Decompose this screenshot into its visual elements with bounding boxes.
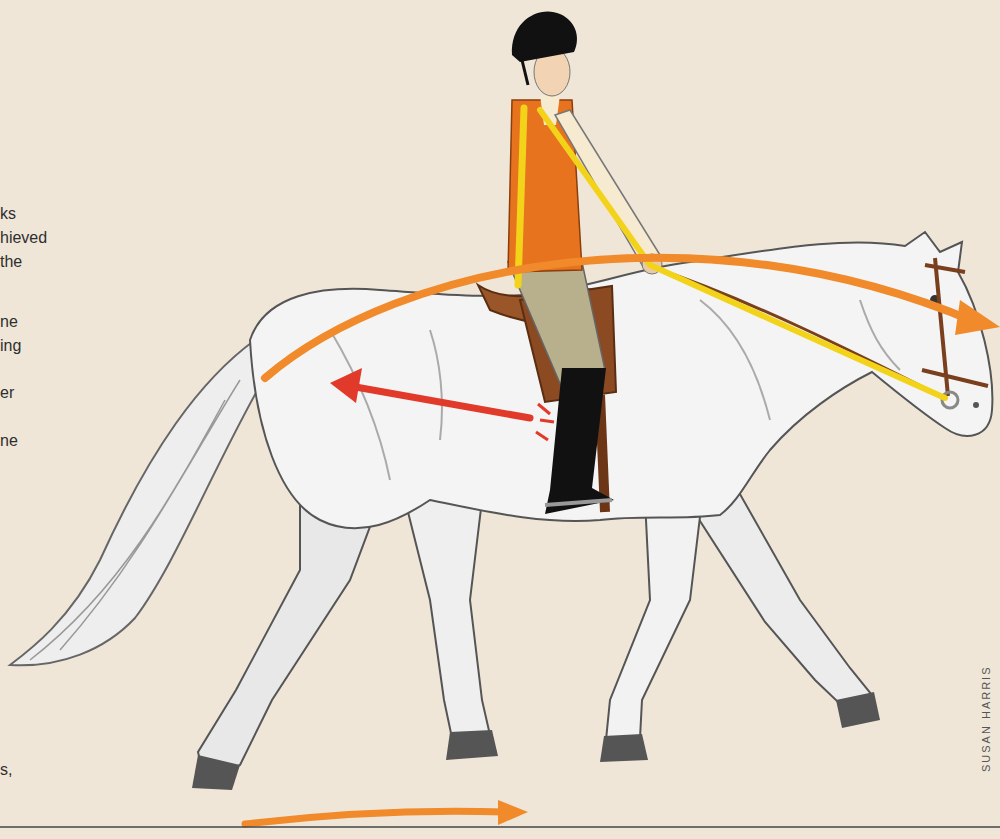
hoof bbox=[446, 730, 498, 760]
direction-arrow bbox=[245, 811, 505, 824]
hoof bbox=[192, 755, 240, 790]
helmet-harness bbox=[522, 60, 528, 85]
riding-helmet bbox=[512, 11, 577, 62]
text-fragment: s, bbox=[0, 762, 12, 778]
leg-aid-arrow bbox=[350, 386, 530, 418]
page-rule bbox=[0, 826, 1000, 828]
text-fragment: hieved bbox=[0, 230, 47, 246]
text-fragment: ing bbox=[0, 338, 21, 354]
text-fragment: ks bbox=[0, 206, 16, 222]
horse-tail bbox=[10, 340, 262, 665]
riding-boot bbox=[545, 368, 614, 514]
artist-credit: SUSAN HARRIS bbox=[981, 665, 992, 772]
text-fragment: er bbox=[0, 385, 14, 401]
arrowhead bbox=[955, 300, 1000, 335]
front-near-leg bbox=[606, 500, 702, 740]
arrowhead bbox=[330, 368, 362, 403]
hind-near-leg bbox=[400, 480, 490, 738]
alignment-line bbox=[540, 110, 945, 398]
topline-arrow bbox=[265, 258, 975, 378]
text-fragment: ne bbox=[0, 314, 18, 330]
text-fragment: ne bbox=[0, 433, 18, 449]
arrowhead bbox=[498, 800, 528, 825]
rider-arm bbox=[555, 110, 660, 270]
tail-hair bbox=[30, 380, 240, 660]
text-fragment: the bbox=[0, 254, 22, 270]
impulse-marks bbox=[536, 404, 554, 440]
stirrup bbox=[545, 500, 612, 505]
alignment-line bbox=[518, 108, 524, 285]
hoof bbox=[836, 692, 880, 728]
nostril bbox=[973, 402, 979, 408]
horse-body bbox=[250, 232, 992, 528]
hoof bbox=[600, 734, 648, 762]
